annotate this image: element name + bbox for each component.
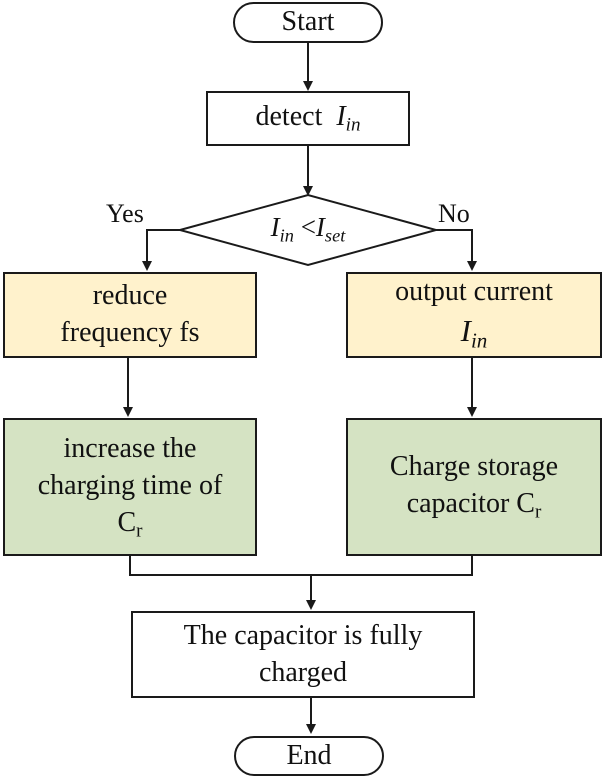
start-label: Start	[281, 6, 335, 38]
start-terminal: Start	[233, 2, 383, 43]
merge-line	[129, 556, 473, 576]
no-label: No	[438, 199, 470, 228]
reduce-line-1: reduce	[92, 280, 168, 312]
increase-line-1: increase the	[63, 432, 197, 464]
full-line-2: charged	[258, 656, 348, 688]
detect-box: detect Iin	[206, 91, 410, 146]
arrow-no-to-output	[436, 229, 477, 271]
end-label: End	[286, 739, 332, 771]
end-terminal: End	[234, 736, 384, 776]
reduce-line-2: frequency fs	[60, 317, 200, 348]
charge-line-2: capacitor Cr	[406, 488, 542, 523]
increase-line-2: charging time of	[37, 469, 223, 501]
charge-line-1: Charge storage	[389, 451, 559, 483]
output-line-1: output current	[395, 276, 553, 308]
yes-label: Yes	[106, 199, 144, 228]
increase-line-3: Cr	[117, 506, 143, 542]
fully-charged-box: The capacitor is fully charged	[131, 611, 475, 698]
increase-charging-time-box: increase the charging time of Cr	[3, 418, 257, 556]
charge-capacitor-box: Charge storage capacitor Cr	[346, 418, 602, 556]
decision-label: Iin <Iset	[270, 212, 346, 246]
output-current-box: output current Iin	[346, 272, 602, 358]
output-current-symbol: Iin	[460, 313, 488, 353]
reduce-frequency-box: reduce frequency fs	[3, 272, 257, 358]
decision-diamond	[176, 193, 440, 267]
full-line-1: The capacitor is fully	[183, 619, 423, 651]
arrow-yes-to-reduce	[142, 229, 180, 271]
detect-label: detect Iin	[255, 101, 361, 136]
